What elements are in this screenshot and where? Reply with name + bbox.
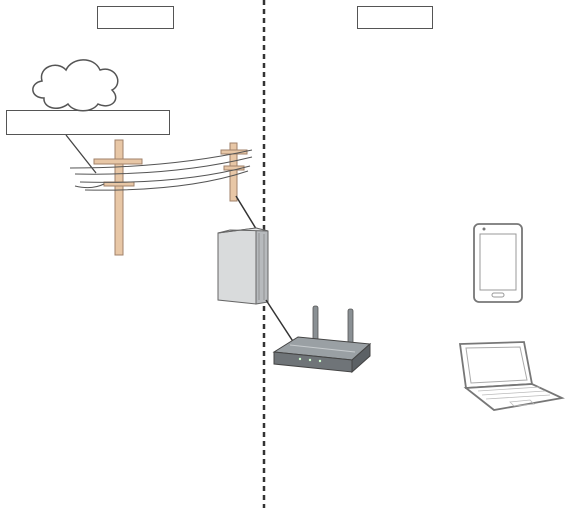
isp-line-label bbox=[6, 110, 170, 135]
left-zone-label bbox=[97, 6, 174, 29]
router-icon bbox=[272, 305, 372, 374]
utility-box-icon bbox=[217, 227, 269, 305]
laptop-icon bbox=[458, 341, 565, 411]
router-cable bbox=[265, 299, 297, 347]
right-zone-label bbox=[357, 6, 433, 29]
label-leader-line bbox=[65, 134, 97, 174]
cloud-icon bbox=[32, 59, 119, 112]
drop-cable bbox=[235, 195, 259, 233]
utility-pole-icon bbox=[69, 139, 253, 256]
tablet-icon bbox=[473, 223, 523, 303]
